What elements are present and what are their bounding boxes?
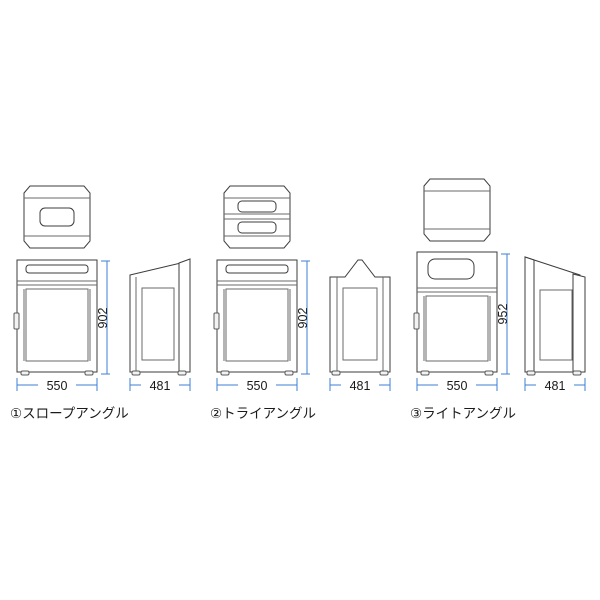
front-view-slope-angle <box>13 259 98 376</box>
dimension-height-value: 952 <box>496 304 510 325</box>
top-slot <box>237 221 277 234</box>
product-caption-right-angle: ③ライトアングル <box>410 406 517 421</box>
dimension-width-value: 550 <box>47 379 68 393</box>
top-view-tri-angle <box>223 185 291 249</box>
front-view-right-angle <box>413 251 498 376</box>
dimension-depth-value: 481 <box>150 379 171 393</box>
dimension-height-value: 902 <box>96 308 110 329</box>
foot <box>20 370 30 376</box>
product-caption-slope-angle: ①スロープアングル <box>10 406 129 421</box>
side-view-right-angle <box>524 256 586 376</box>
front-slot <box>225 264 289 274</box>
front-slot <box>25 264 89 274</box>
foot <box>331 370 341 376</box>
dimension-width-481-group3: 481 <box>524 376 586 394</box>
dimension-height-902-group2: 902 <box>296 260 310 375</box>
foot <box>379 370 389 376</box>
dimension-depth-value: 481 <box>350 379 371 393</box>
foot <box>284 370 294 376</box>
top-view-right-angle <box>423 178 491 242</box>
side-view-tri-angle <box>329 259 391 376</box>
foot <box>572 370 582 376</box>
dimension-width-550-group2: 550 <box>216 376 298 394</box>
dimension-height-value: 902 <box>296 308 310 329</box>
top-view-slope-angle <box>23 185 91 249</box>
product-group-right-angle: 952 550 481 <box>413 178 586 394</box>
foot <box>84 370 94 376</box>
foot <box>177 370 187 376</box>
dimension-width-550-group3: 550 <box>416 376 498 394</box>
dimension-height-902-group1: 902 <box>96 260 110 375</box>
front-slot <box>427 258 475 280</box>
dimension-depth-value: 481 <box>545 379 566 393</box>
door-handle <box>413 312 420 330</box>
front-view-tri-angle <box>213 259 298 376</box>
product-group-tri-angle: 902 550 481 <box>213 185 391 394</box>
door-handle <box>13 312 20 330</box>
foot <box>484 370 494 376</box>
dimension-width-value: 550 <box>447 379 468 393</box>
product-caption-tri-angle: ②トライアングル <box>210 406 317 421</box>
dimension-width-value: 550 <box>247 379 268 393</box>
foot <box>131 370 141 376</box>
dimension-height-952-group3: 952 <box>496 253 510 375</box>
top-slot <box>39 207 75 227</box>
dimension-width-481-group2: 481 <box>329 376 391 394</box>
side-view-slope-angle <box>129 258 191 376</box>
foot <box>220 370 230 376</box>
top-slot <box>237 200 277 213</box>
foot <box>526 370 536 376</box>
product-group-slope-angle: 902 550 481 <box>13 185 191 394</box>
dimension-width-481-group1: 481 <box>129 376 191 394</box>
foot <box>420 370 430 376</box>
door-handle <box>213 312 220 330</box>
dimension-width-550-group1: 550 <box>16 376 98 394</box>
